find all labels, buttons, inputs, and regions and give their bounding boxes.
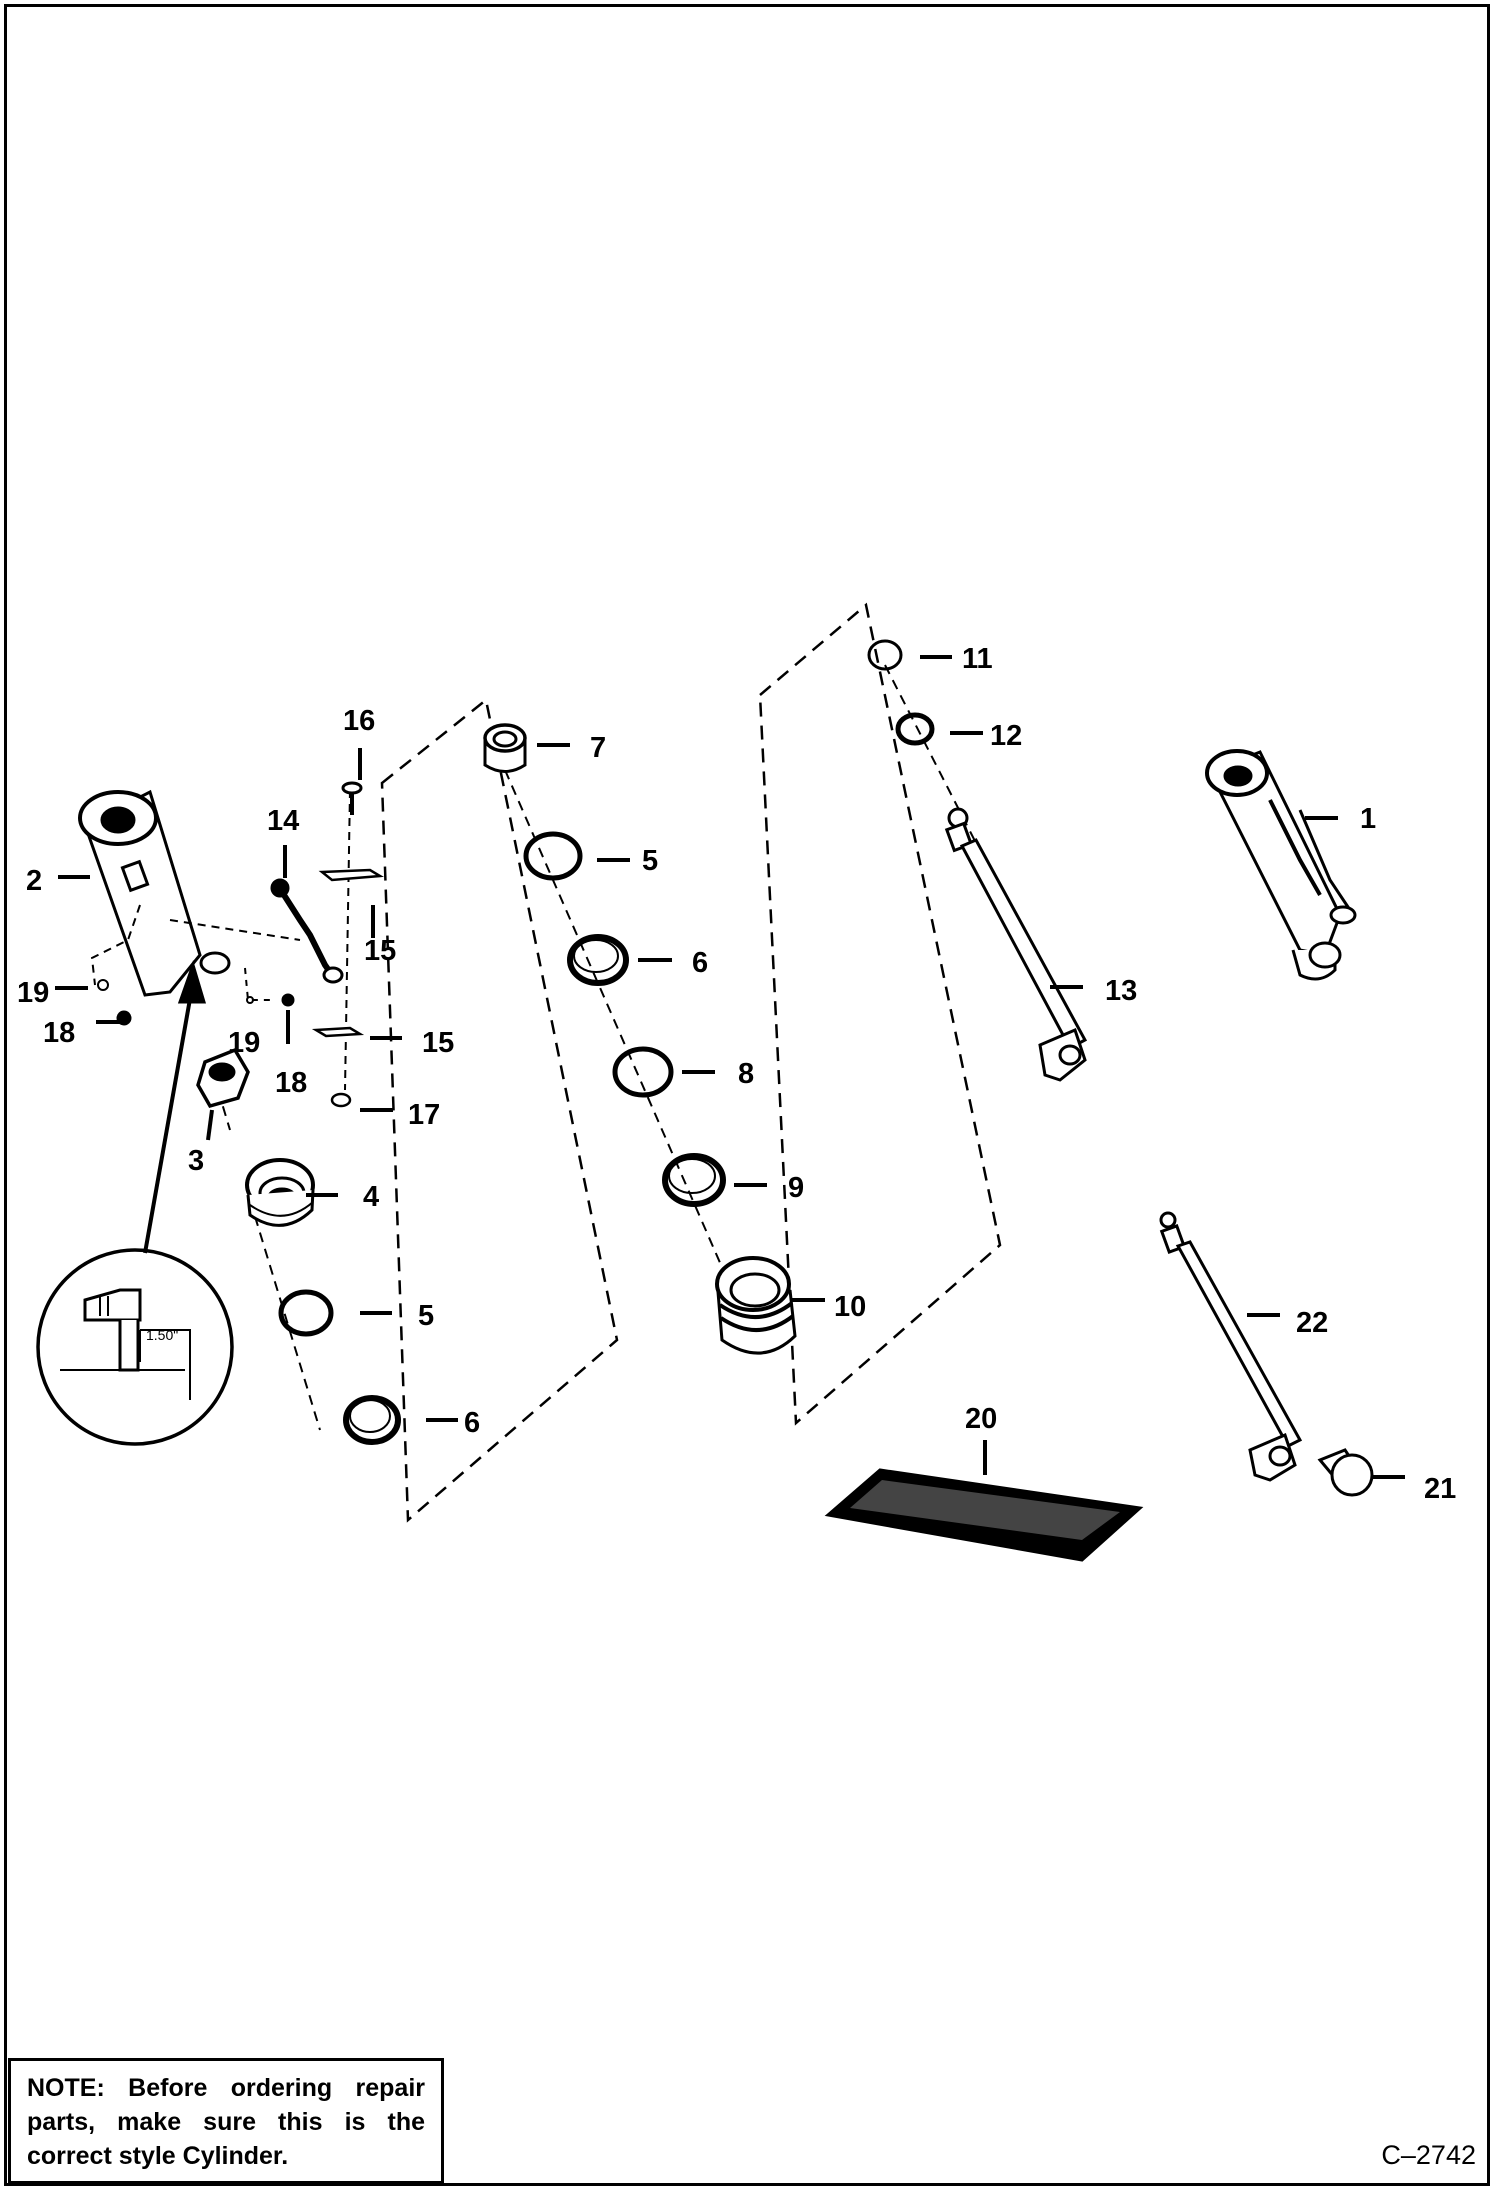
note-text: Before ordering repair parts, make sure …	[27, 2074, 425, 2170]
part-7-bushing	[483, 723, 527, 773]
callout-19-right: 19	[228, 1027, 260, 1059]
callout-8: 8	[738, 1058, 754, 1090]
note-label: NOTE:	[27, 2074, 105, 2102]
callout-6-lower: 6	[464, 1407, 480, 1439]
callout-11: 11	[962, 643, 993, 675]
callout-1: 1	[1360, 803, 1376, 835]
detail-arrow-shaft	[143, 981, 195, 1254]
part-22-piston-rod	[1159, 1211, 1303, 1482]
part-19-o-ring-right	[246, 996, 254, 1004]
part-19-o-ring-left	[97, 979, 109, 991]
part-15-clamp-lower	[311, 1026, 365, 1038]
part-3-gland-nut	[196, 1047, 250, 1109]
callout-18-right: 18	[275, 1067, 307, 1099]
fitting-detail-view: 1.50"	[36, 1248, 234, 1446]
part-8-seal	[612, 1046, 674, 1098]
callout-9: 9	[788, 1172, 804, 1204]
part-21-bushing	[1317, 1448, 1374, 1497]
callout-17: 17	[408, 1099, 440, 1131]
part-1-cylinder-assembly	[1205, 749, 1357, 981]
callout-labels: 1 2 3 4 5 5 6 6 7 8 9 10 11 12 13 14 15 …	[17, 643, 1456, 1505]
detail-arrow-head	[177, 960, 207, 1004]
part-11-wiper-seal	[867, 639, 903, 671]
part-14-hydraulic-line	[270, 878, 344, 984]
part-12-rod-seal	[895, 712, 935, 746]
callout-5-lower: 5	[418, 1300, 434, 1332]
part-6-backup-ring-lower	[343, 1395, 401, 1445]
callout-4: 4	[363, 1181, 379, 1213]
part-10-gland	[715, 1256, 797, 1355]
callout-5-upper: 5	[642, 845, 658, 877]
callout-14: 14	[267, 805, 299, 837]
callout-20: 20	[965, 1403, 997, 1435]
callout-2: 2	[26, 865, 42, 897]
callout-6-upper: 6	[692, 947, 708, 979]
ordering-note-box: NOTE: Before ordering repair parts, make…	[8, 2058, 444, 2184]
part-2-cylinder-barrel	[78, 789, 231, 997]
part-17-nut	[330, 1092, 352, 1108]
callout-16: 16	[343, 705, 375, 737]
page-border	[4, 4, 1490, 2186]
part-5-o-ring-upper	[523, 831, 583, 881]
part-5-o-ring-lower	[278, 1289, 334, 1337]
callout-15-lower: 15	[422, 1027, 454, 1059]
callout-12: 12	[990, 720, 1022, 752]
part-4-piston	[245, 1158, 315, 1227]
callout-22: 22	[1296, 1307, 1328, 1339]
callout-15-upper: 15	[364, 935, 396, 967]
callout-19-left: 19	[17, 977, 49, 1009]
drawing-code: C–2742	[1381, 2140, 1476, 2170]
part-16-bolt	[341, 781, 363, 815]
callout-10: 10	[834, 1291, 866, 1323]
part-18-fitting-right	[281, 993, 295, 1007]
part-13-piston-rod	[944, 807, 1088, 1082]
part-6-backup-ring-upper	[567, 934, 629, 986]
part-9-wear-ring	[662, 1153, 726, 1207]
callout-13: 13	[1105, 975, 1137, 1007]
seal-kit-group-box-left	[380, 697, 619, 1523]
seal-kit-group-box-right	[758, 602, 1002, 1426]
callout-21: 21	[1424, 1473, 1456, 1505]
part-20-seal-kit-bag	[824, 1468, 1144, 1562]
part-15-clamp-upper	[318, 868, 384, 882]
detail-dimension-label: 1.50"	[146, 1327, 178, 1343]
callout-3: 3	[188, 1145, 204, 1177]
callout-7: 7	[590, 732, 606, 764]
callout-18-left: 18	[43, 1017, 75, 1049]
